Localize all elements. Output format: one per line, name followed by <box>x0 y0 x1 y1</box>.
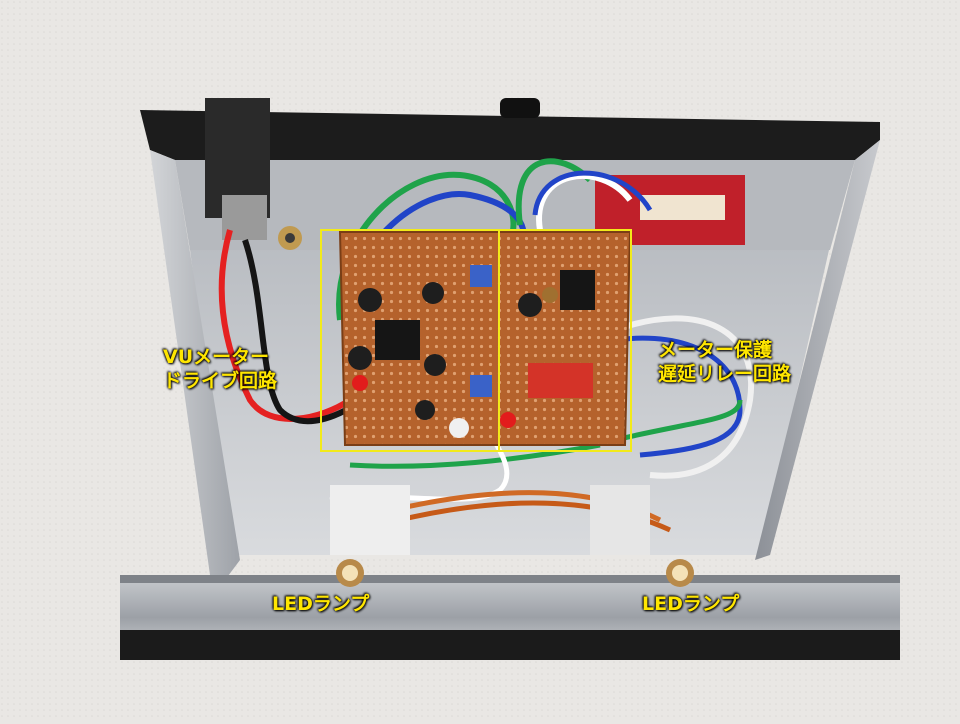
meter-protect-label-line2: 遅延リレー回路 <box>658 363 792 385</box>
led-lamp-right-label: LEDランプ <box>642 593 740 615</box>
ic-chip-left <box>375 320 420 360</box>
led-lamp-left-label: LEDランプ <box>272 593 370 615</box>
volume-knob <box>500 98 540 118</box>
vu-driver-highlight-box <box>320 229 500 452</box>
rear-panel-rim <box>140 110 880 160</box>
vu-driver-label-line2: ドライブ回路 <box>163 370 278 392</box>
meter-protect-label-line1: メーター保護 <box>658 339 773 361</box>
meter-protect-highlight-box <box>498 229 632 452</box>
meter-protect-label: メーター保護 遅延リレー回路 <box>658 338 791 386</box>
vu-driver-label-line1: VUメーター <box>163 346 270 368</box>
relay <box>528 363 593 398</box>
chassis-right-wall <box>755 140 880 560</box>
vu-driver-label: VUメーター ドライブ回路 <box>163 345 277 393</box>
ic-chip-right <box>560 270 595 310</box>
chassis-left-wall <box>150 150 240 580</box>
